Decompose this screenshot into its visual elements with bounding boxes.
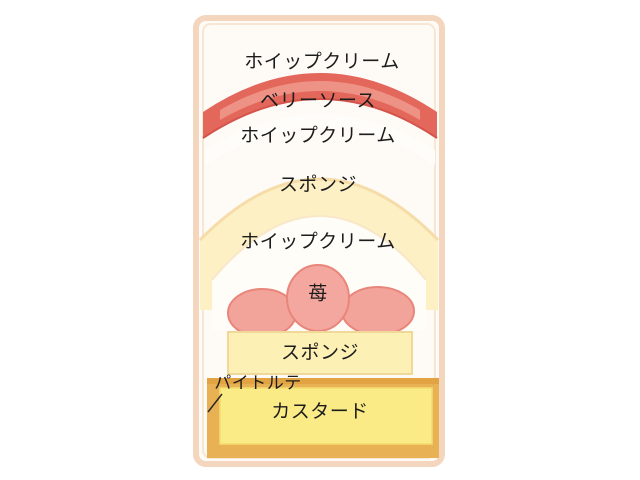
strawberries <box>227 264 415 338</box>
sponge-block <box>227 331 413 375</box>
custard-layer <box>219 387 433 445</box>
label-berry-sauce: ベリーソース <box>259 89 377 112</box>
cream-inner-dome-edge <box>211 215 427 281</box>
label-sponge-block: スポンジ <box>280 341 360 364</box>
label-cream-under-sauce: ホイップクリーム <box>240 124 396 147</box>
label-custard: カスタード <box>271 400 369 423</box>
berry-sauce-edge <box>202 98 438 139</box>
label-cream-inner: ホイップクリーム <box>240 230 396 253</box>
berry-sauce-highlight <box>220 81 420 120</box>
cream-under-sauce <box>205 114 435 165</box>
strawberry-left <box>227 288 297 338</box>
label-top-cream: ホイップクリーム <box>244 50 400 73</box>
pie-crust-shade <box>207 378 439 384</box>
sponge-dome-edge <box>198 177 440 242</box>
label-strawberry: 苺 <box>308 282 328 305</box>
berry-sauce-band <box>203 73 437 138</box>
label-sponge-dome: スポンジ <box>278 173 358 196</box>
strawberry-right <box>341 286 415 336</box>
pie-torte-pointer <box>207 393 223 413</box>
label-pie-torte: パイトルテ <box>214 373 302 394</box>
